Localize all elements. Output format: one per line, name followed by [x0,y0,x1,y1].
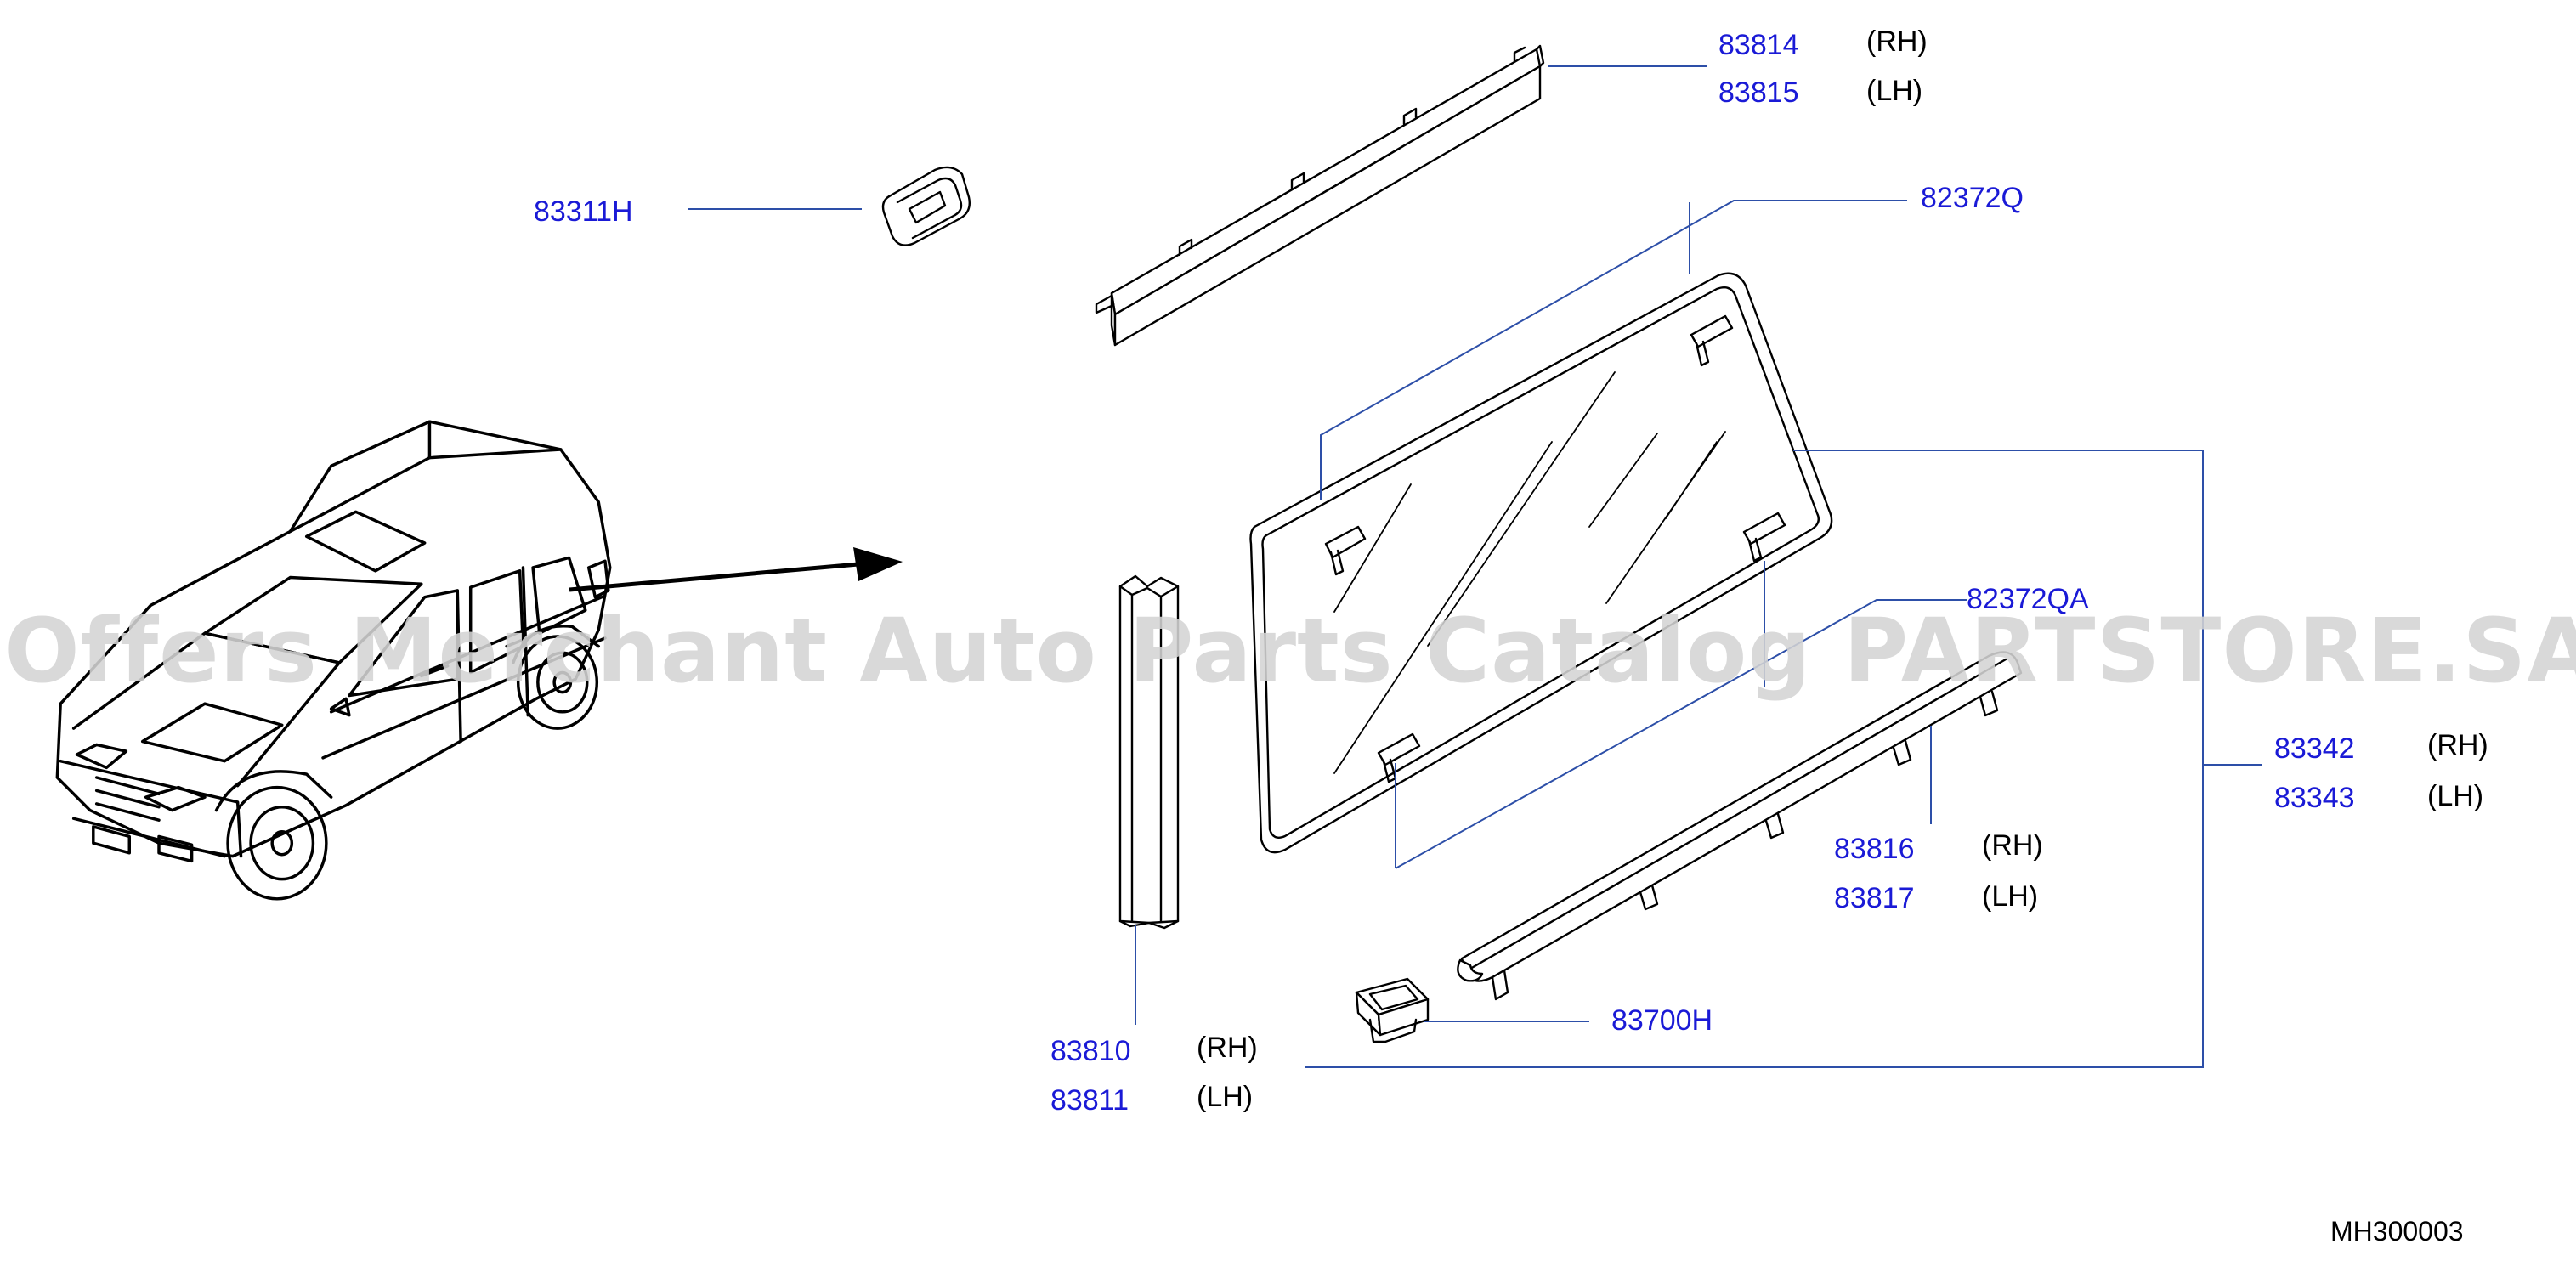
side-label-lh: (LH) [1866,75,1922,107]
upper-moulding-part [1095,44,1545,347]
part-number-83700H[interactable]: 83700H [1611,1004,1713,1037]
part-number-83817[interactable]: 83817 [1834,882,1915,914]
side-label-lh: (LH) [2427,780,2483,812]
side-label-lh: (LH) [1982,880,2038,913]
part-number-82372QA[interactable]: 82372QA [1967,583,2089,615]
diagram-code: MH300003 [2330,1216,2464,1247]
part-number-83810[interactable]: 83810 [1050,1035,1131,1067]
vertical-channel-part [1118,574,1180,930]
side-label-rh: (RH) [1982,829,2043,862]
grommet-part [881,166,971,246]
part-number-83342[interactable]: 83342 [2274,732,2355,765]
part-number-82372Q[interactable]: 82372Q [1921,182,2024,214]
part-number-83811[interactable]: 83811 [1050,1084,1129,1117]
pointer-arrow [569,547,903,592]
clip-part [1355,977,1430,1043]
side-label-rh: (RH) [2427,729,2488,761]
part-number-83816[interactable]: 83816 [1834,833,1915,865]
side-label-lh: (LH) [1197,1081,1253,1113]
side-label-rh: (RH) [1866,25,1928,58]
watermark-text: Offers Merchant Auto Parts Catalog PARTS… [4,599,2576,703]
rear-side-glass-part [1249,272,1833,854]
lower-moulding-part [1457,651,2023,1001]
leader-lines [688,65,2262,1068]
side-label-rh: (RH) [1197,1032,1258,1064]
vehicle-illustration [55,420,612,901]
part-number-83815[interactable]: 83815 [1718,76,1799,109]
part-number-83814[interactable]: 83814 [1718,29,1799,61]
part-number-83311H[interactable]: 83311H [534,195,633,228]
part-number-83343[interactable]: 83343 [2274,782,2355,814]
